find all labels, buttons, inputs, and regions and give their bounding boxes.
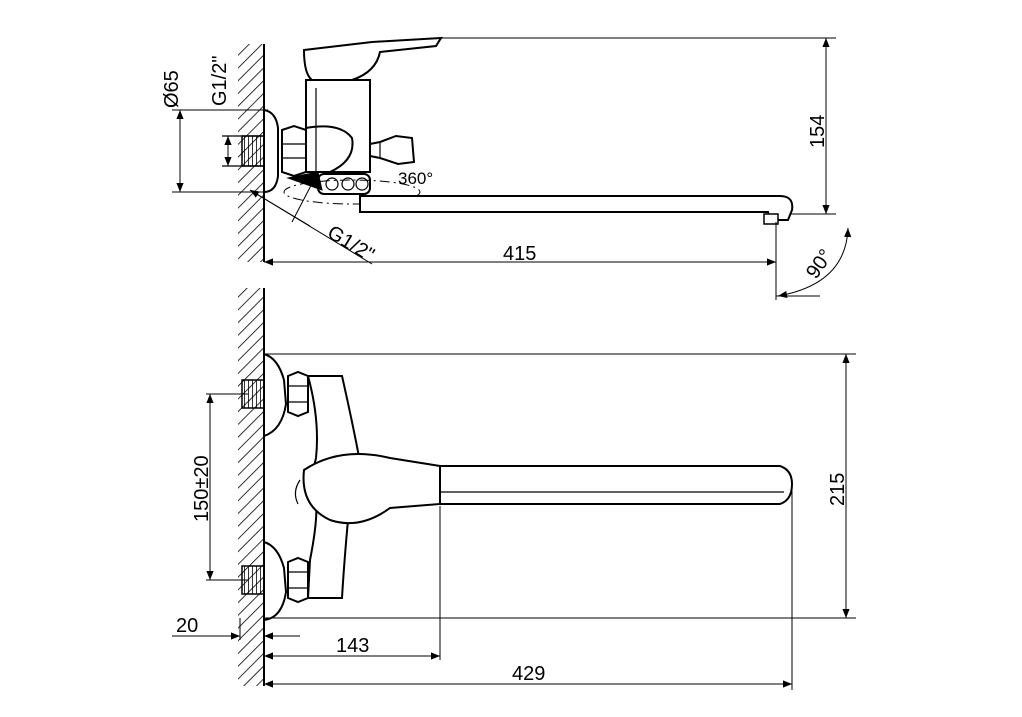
hex-nut-lower xyxy=(287,556,309,604)
lever-handle-top xyxy=(302,36,443,81)
total-length-label: 429 xyxy=(512,663,545,685)
height-label-front: 215 xyxy=(827,473,849,506)
hex-nut-top xyxy=(281,124,307,178)
front-view: 150±20 215 20 143 429 xyxy=(172,288,856,690)
top-view: Ø65 G1/2" 154 G1/2" 360° 415 90° xyxy=(161,36,852,300)
wall-front-view xyxy=(238,288,264,686)
spout-top xyxy=(359,195,794,221)
spacing-label: 150±20 xyxy=(191,455,213,522)
thread-label-left: G1/2" xyxy=(209,56,231,106)
length-label-top: 415 xyxy=(503,243,536,265)
diverter-knob-top xyxy=(369,134,416,166)
handle-offset-label: 143 xyxy=(336,635,369,657)
spout-front xyxy=(429,465,794,505)
thread-label-diag: G1/2" xyxy=(323,221,378,266)
offset-label: 20 xyxy=(176,615,198,637)
escutcheon-lower xyxy=(263,540,288,622)
escutcheon-top xyxy=(263,108,279,194)
rotation-ellipse xyxy=(283,179,421,205)
inlet-thread-top xyxy=(241,135,267,167)
rotation-label: 360° xyxy=(398,169,433,188)
escutcheon-upper xyxy=(263,352,288,438)
hex-nut-upper xyxy=(287,370,309,418)
angle-label: 90° xyxy=(802,245,837,282)
lever-handle-front xyxy=(302,453,441,525)
aerator-top xyxy=(763,213,779,225)
height-label-top: 154 xyxy=(807,115,829,148)
diameter-label: Ø65 xyxy=(161,70,183,108)
